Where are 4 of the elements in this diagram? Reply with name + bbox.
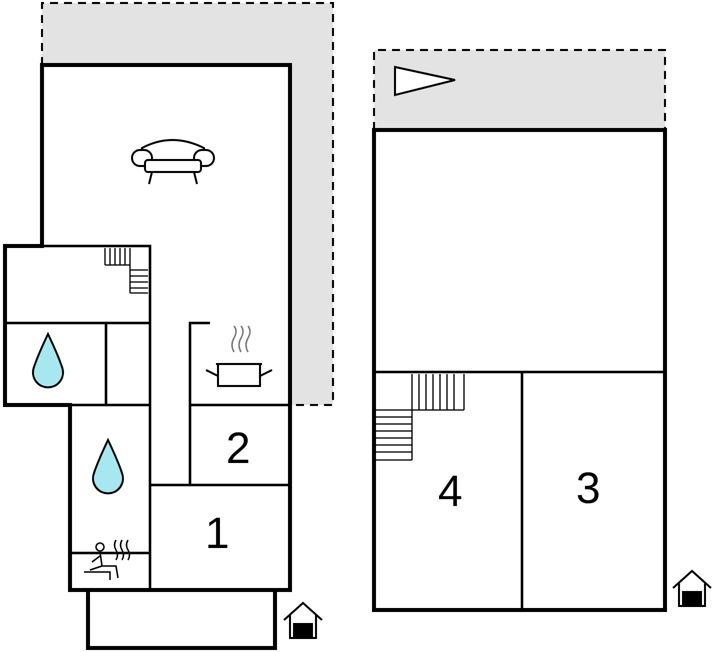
room-number: 3 <box>576 467 600 511</box>
room-number: 1 <box>205 512 230 556</box>
room-number: 2 <box>226 427 250 471</box>
room-number: 4 <box>438 470 462 514</box>
